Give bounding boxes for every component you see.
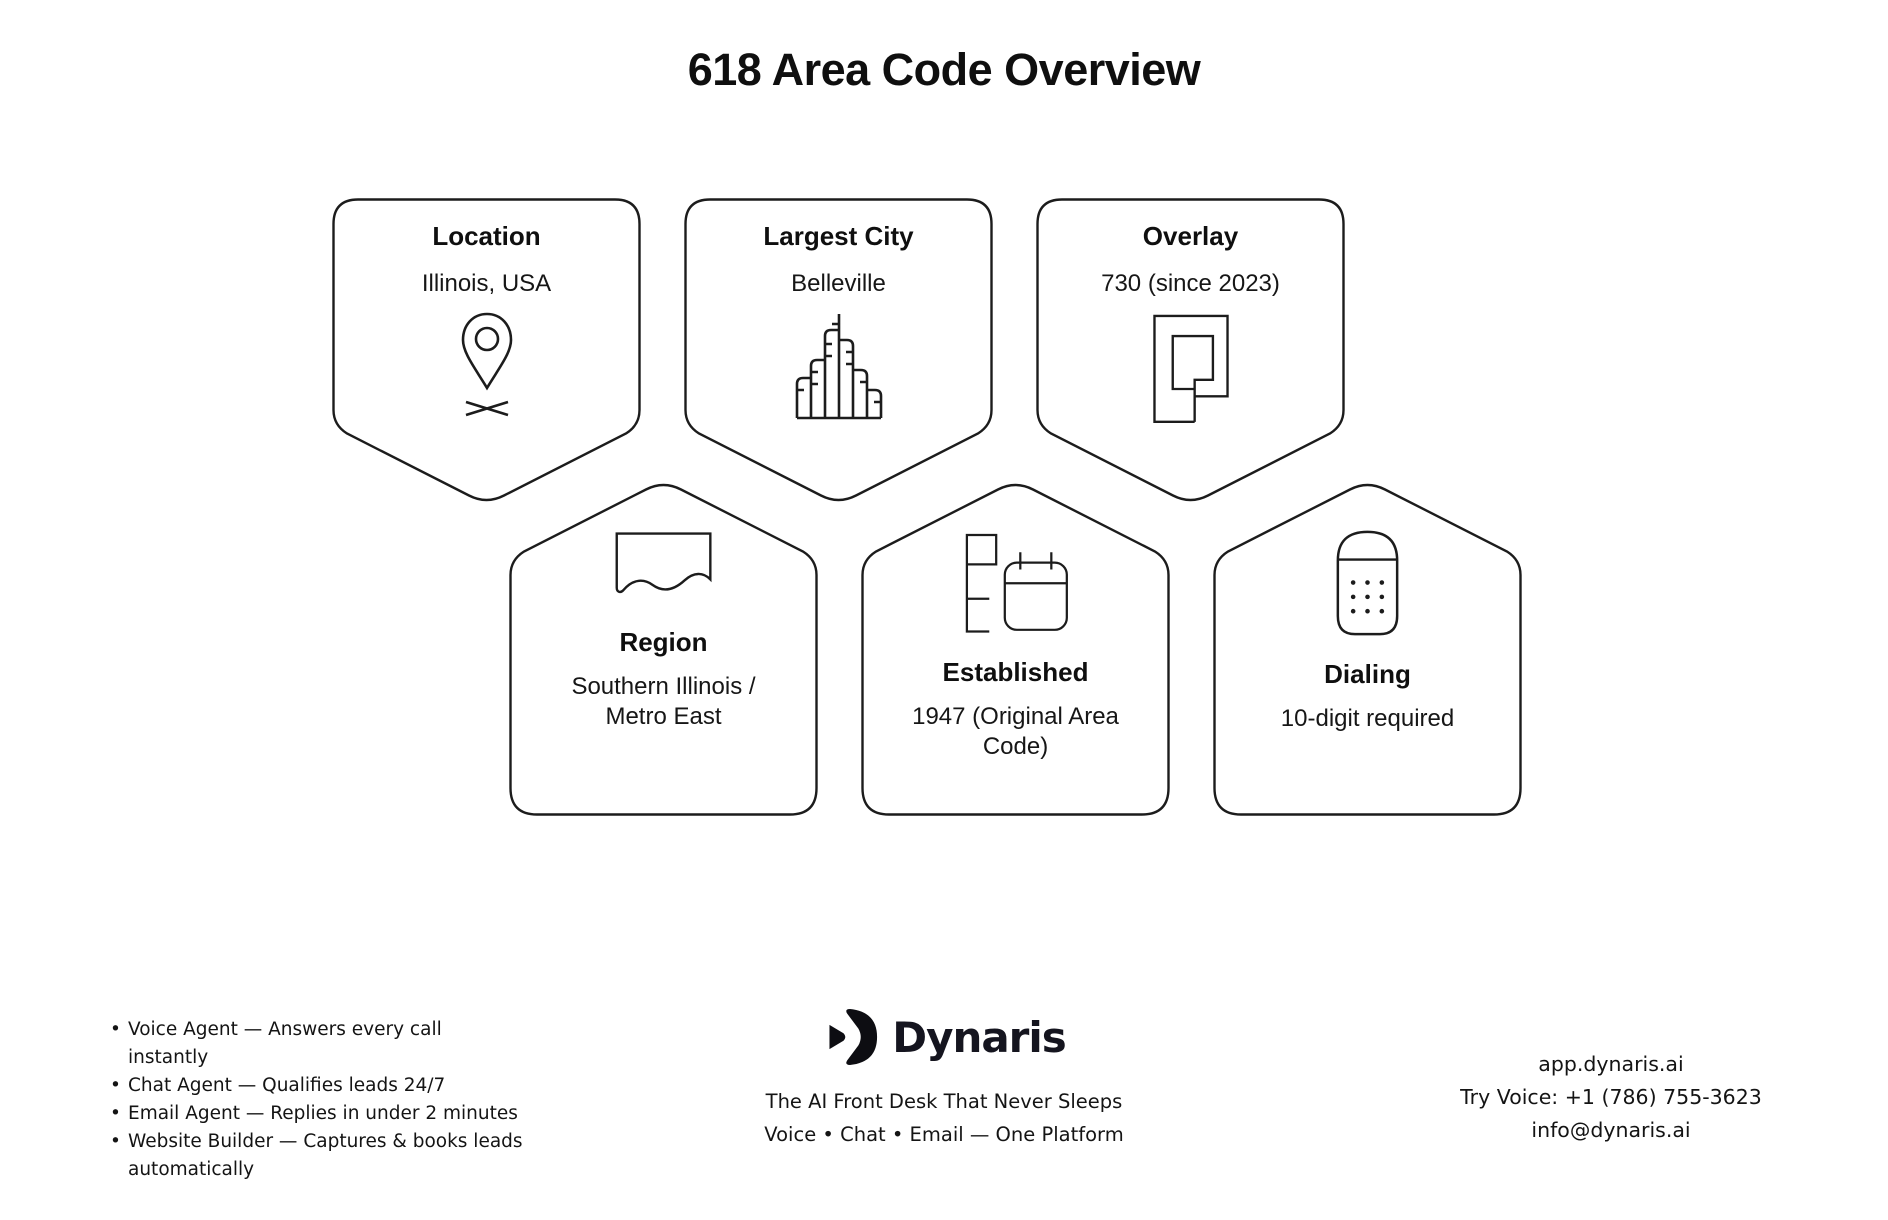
- dynaris-logo-icon: [829, 1009, 878, 1065]
- bullet-icon: •: [110, 1131, 121, 1152]
- feature-item: •Website Builder — Captures & books lead…: [108, 1128, 526, 1184]
- city-buildings-icon: [795, 313, 882, 420]
- brand-block: Dynaris The AI Front Desk That Never Sle…: [0, 1006, 1888, 1146]
- badge-shape-up: [861, 483, 1170, 816]
- card-location: Location Illinois, USA: [332, 198, 641, 505]
- page-title: 618 Area Code Overview: [687, 44, 1201, 95]
- feature-item: •Voice Agent — Answers every call instan…: [108, 1016, 526, 1072]
- card-label: Established: [942, 657, 1089, 687]
- card-value: 730 (since 2023): [1101, 269, 1280, 297]
- phone-keypad-icon: [1336, 530, 1399, 636]
- card-established: Established 1947 (Original Area Code): [861, 480, 1170, 816]
- badge-shape-up: [1213, 483, 1522, 816]
- brand-platform-line: Voice • Chat • Email — One Platform: [764, 1123, 1124, 1146]
- card-largest-city: Largest City Belleville: [684, 198, 993, 505]
- brand-tagline: The AI Front Desk That Never Sleeps: [765, 1090, 1123, 1113]
- feature-item: •Email Agent — Replies in under 2 minute…: [108, 1100, 526, 1128]
- bullet-icon: •: [110, 1075, 121, 1096]
- card-region: Region Southern Illinois / Metro East: [509, 480, 818, 816]
- badge-shape-down: [1036, 198, 1345, 502]
- region-map-icon: [615, 532, 712, 594]
- contact-block: app.dynaris.ai Try Voice: +1 (786) 755-3…: [1411, 1048, 1811, 1147]
- card-value: Illinois, USA: [421, 269, 552, 297]
- bullet-icon: •: [110, 1019, 121, 1040]
- contact-website: app.dynaris.ai: [1538, 1052, 1684, 1076]
- card-value: 1947 (Original Area Code): [912, 702, 1119, 760]
- contact-email: info@dynaris.ai: [1531, 1118, 1691, 1142]
- card-label: Overlay: [1142, 221, 1239, 251]
- card-dialing: Dialing 10-digit required: [1213, 480, 1522, 816]
- contact-phone: Try Voice: +1 (786) 755-3623: [1460, 1085, 1762, 1109]
- feature-list: •Voice Agent — Answers every call instan…: [108, 1016, 526, 1184]
- card-label: Dialing: [1324, 659, 1411, 689]
- card-overlay: Overlay 730 (since 2023): [1036, 198, 1345, 505]
- bullet-icon: •: [110, 1103, 121, 1124]
- overlay-squares-icon: [1152, 314, 1229, 423]
- brand-wordmark: Dynaris: [892, 1012, 1067, 1062]
- brand-lockup: Dynaris: [822, 1006, 1067, 1068]
- badge-shape-up: [509, 483, 818, 816]
- location-pin-icon: [461, 312, 512, 417]
- card-value: Belleville: [791, 269, 886, 297]
- card-label: Largest City: [763, 221, 914, 251]
- card-label: Region: [619, 627, 708, 657]
- card-label: Location: [432, 221, 541, 251]
- card-value: 10-digit required: [1280, 704, 1455, 732]
- feature-item: •Chat Agent — Qualifies leads 24/7: [108, 1072, 526, 1100]
- card-value: Southern Illinois / Metro East: [571, 672, 756, 730]
- building-calendar-icon: [965, 533, 1068, 633]
